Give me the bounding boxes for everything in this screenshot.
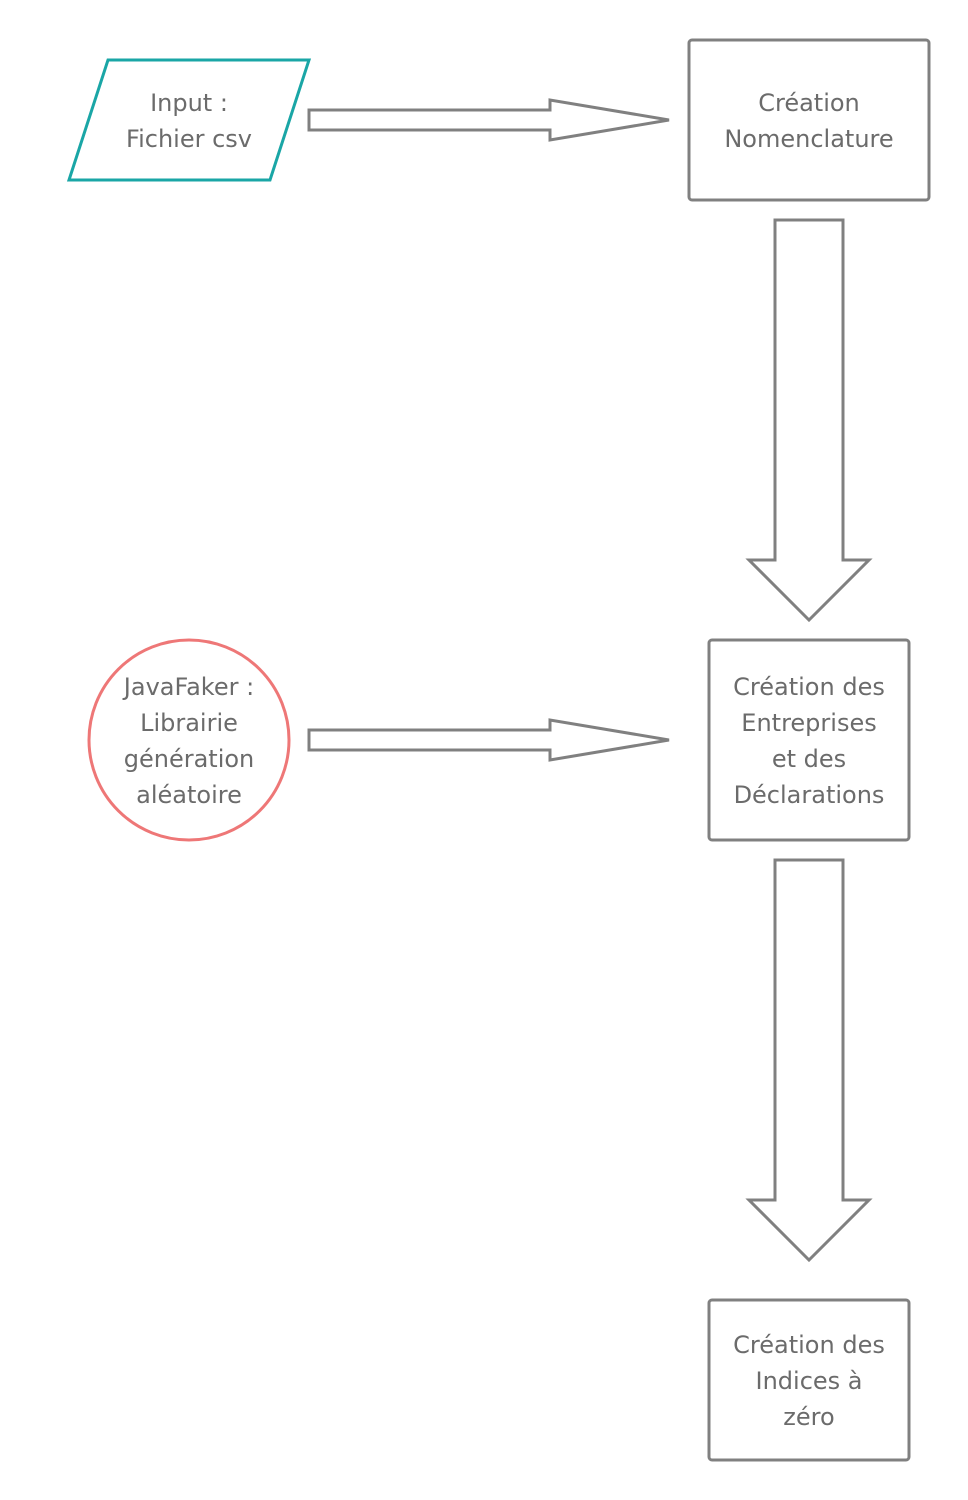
creation-indices-node: Création des Indices à zéro [707, 1298, 911, 1462]
circle-shape [87, 638, 291, 842]
arrow-entreprises-to-indices [745, 858, 873, 1263]
rectangle-shape [707, 638, 911, 842]
node-label: Input : [150, 89, 228, 117]
creation-nomenclature-node: Création Nomenclature [687, 38, 931, 202]
rectangle-shape [707, 1298, 911, 1462]
arrow-javafaker-to-entreprises [307, 718, 670, 762]
node-label: Librairie [140, 709, 238, 737]
rectangle-shape [687, 38, 931, 202]
input-csv-node: Input : Fichier csv [66, 58, 312, 182]
node-label: JavaFaker : [122, 673, 254, 701]
node-label: Création des [733, 673, 885, 701]
javafaker-node: JavaFaker : Librairie génération aléatoi… [87, 638, 291, 842]
creation-entreprises-node: Création des Entreprises et des Déclarat… [707, 638, 911, 842]
node-label: Indices à [756, 1367, 863, 1395]
arrow-nomenclature-to-entreprises [745, 218, 873, 623]
node-label: zéro [783, 1403, 834, 1431]
node-label: Déclarations [734, 781, 885, 809]
node-label: Création des [733, 1331, 885, 1359]
node-label: Création [758, 89, 860, 117]
arrow-input-to-nomenclature [307, 98, 670, 142]
node-label: Nomenclature [724, 125, 893, 153]
node-label: et des [772, 745, 846, 773]
node-label: Fichier csv [126, 125, 252, 153]
node-label: aléatoire [136, 781, 242, 809]
node-label: génération [124, 745, 255, 773]
node-label: Entreprises [741, 709, 876, 737]
parallelogram-shape [66, 58, 312, 182]
